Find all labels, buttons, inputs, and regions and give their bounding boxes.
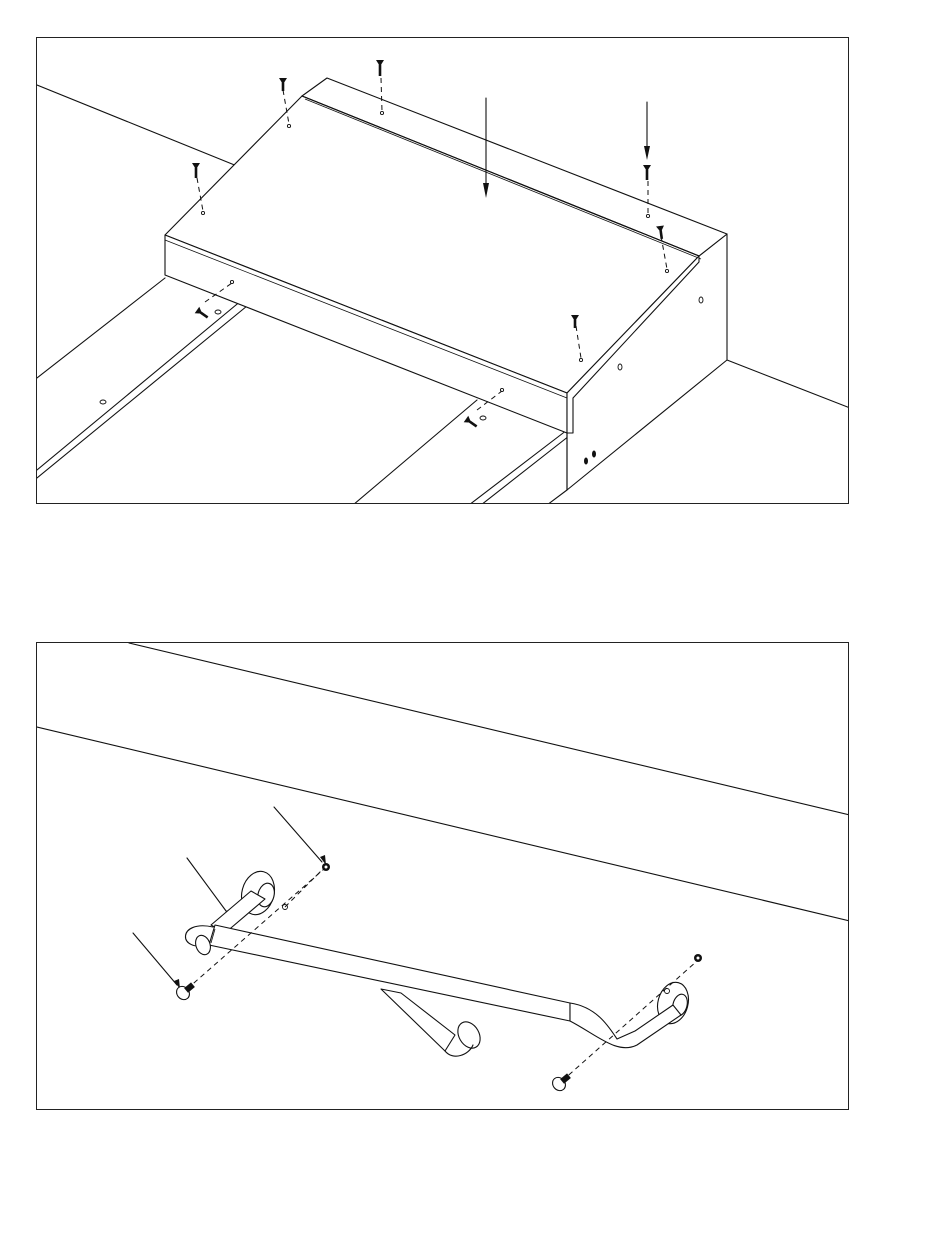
deck-board-edge xyxy=(353,400,477,504)
grab-bar-diagram xyxy=(37,643,849,1110)
side-hole xyxy=(584,458,588,465)
screw-hole xyxy=(665,269,668,272)
leader-line xyxy=(187,858,229,915)
arrow-icon xyxy=(644,102,650,160)
deck-board-edge xyxy=(469,430,567,504)
screw-hole xyxy=(380,111,383,114)
wall-edge-line xyxy=(37,727,849,921)
grab-bar-icon xyxy=(185,891,681,1056)
grab-bar-diagram-panel xyxy=(36,642,849,1110)
screw-icon xyxy=(195,307,210,321)
screw-hole xyxy=(287,124,290,127)
deck-hole xyxy=(215,310,221,314)
side-hole xyxy=(699,297,703,303)
side-hole xyxy=(592,451,596,458)
screw-icon xyxy=(279,78,287,91)
screw-hole xyxy=(230,280,233,283)
screw-hole xyxy=(579,358,582,361)
deck-board-edge xyxy=(481,436,569,504)
screw-icon xyxy=(694,954,702,962)
screw-hole xyxy=(646,214,649,217)
screw-icon xyxy=(322,863,330,871)
floor-edge-line xyxy=(727,360,849,408)
wall-edge-line xyxy=(37,85,237,166)
deck-board-edge xyxy=(37,306,247,478)
deck-board-edge xyxy=(547,490,567,504)
screw-icon xyxy=(192,163,200,178)
leader-line xyxy=(133,933,177,985)
deck-hole xyxy=(480,416,486,420)
leader-line xyxy=(274,807,322,862)
screw-icon xyxy=(643,165,651,180)
screw-icon xyxy=(464,416,479,430)
wall-edge-line xyxy=(129,643,849,815)
deck-board-edge xyxy=(37,278,165,378)
deck-board-edge xyxy=(37,300,242,470)
screw-hole xyxy=(201,211,204,214)
side-hole xyxy=(618,364,622,370)
guide-line xyxy=(285,869,323,907)
step-cover-diagram-panel xyxy=(36,37,849,504)
deck-hole xyxy=(100,400,106,404)
screw-icon xyxy=(376,60,384,76)
step-cover-diagram xyxy=(37,38,849,504)
